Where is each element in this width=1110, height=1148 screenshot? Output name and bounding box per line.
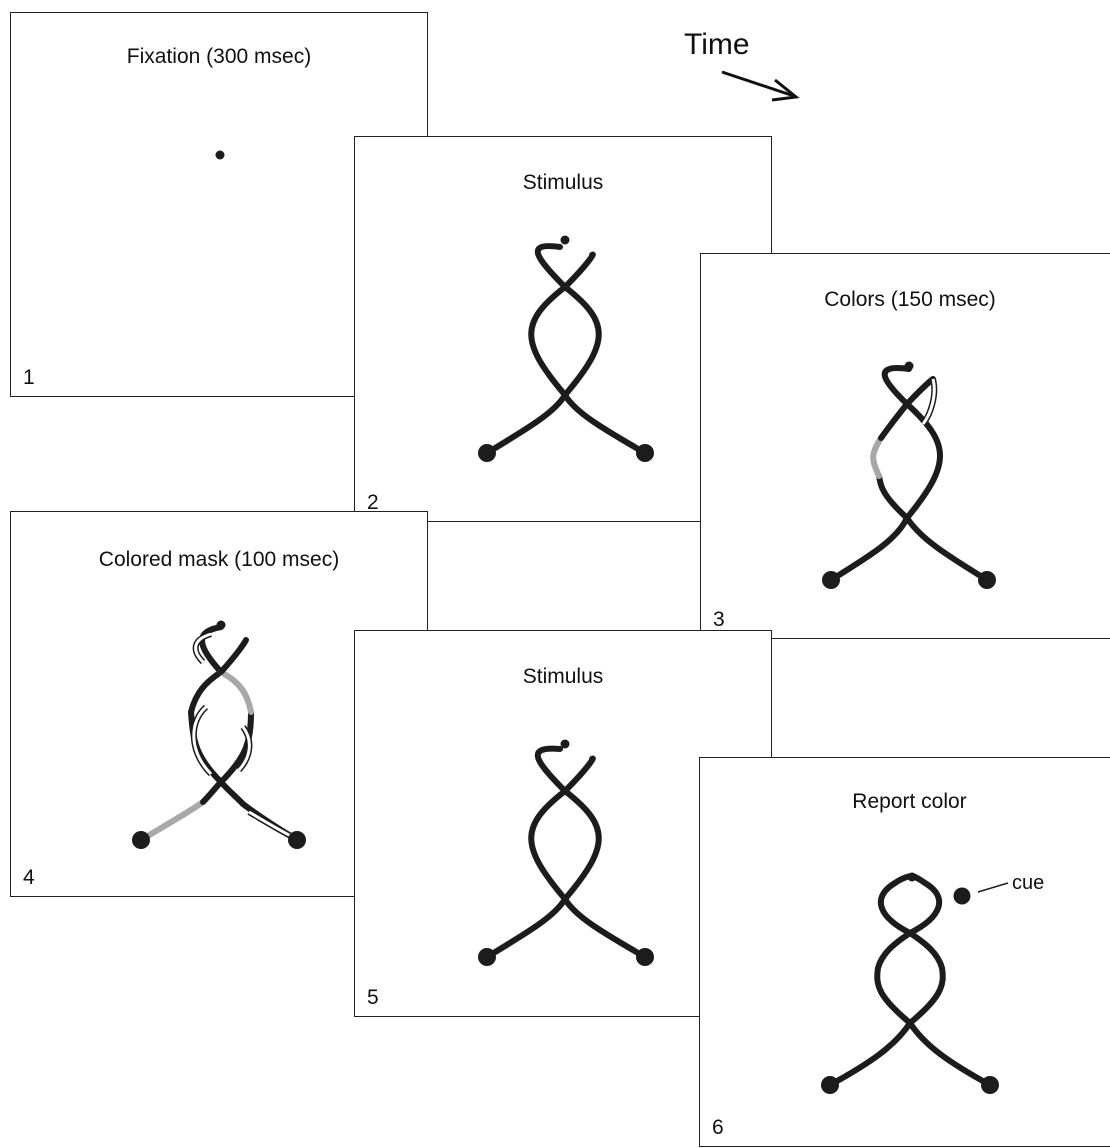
panel-number: 3	[713, 608, 725, 631]
time-arrow-icon	[721, 70, 800, 102]
stimulus-figure	[478, 235, 654, 462]
time-label: Time	[684, 28, 750, 61]
panel-number: 5	[367, 986, 379, 1009]
fixation-figure	[215, 150, 225, 160]
panel-title: Colored mask (100 msec)	[98, 548, 340, 571]
colors-figure	[822, 361, 996, 589]
cue-dot	[953, 887, 971, 905]
panel-title: Stimulus	[522, 171, 604, 194]
panel-title: Stimulus	[522, 665, 604, 688]
cue-leader-line	[977, 882, 1009, 893]
cue-label: cue	[1012, 872, 1044, 894]
fixation-dot	[215, 150, 225, 160]
panel-colors: Colors (150 msec) 3	[700, 253, 1110, 639]
panel-title: Fixation (300 msec)	[126, 45, 312, 68]
panel-title: Report color	[852, 790, 967, 813]
report-figure: cue	[821, 872, 1044, 1094]
colored-mask-figure	[132, 620, 306, 849]
panel-report-color: Report color cue 6	[699, 757, 1110, 1147]
panel-title: Colors (150 msec)	[824, 288, 996, 311]
panel-number: 6	[712, 1116, 724, 1139]
panel-number: 1	[23, 366, 35, 389]
stimulus-figure	[478, 739, 654, 966]
panel-number: 4	[23, 866, 35, 889]
panel-number: 2	[367, 491, 379, 514]
